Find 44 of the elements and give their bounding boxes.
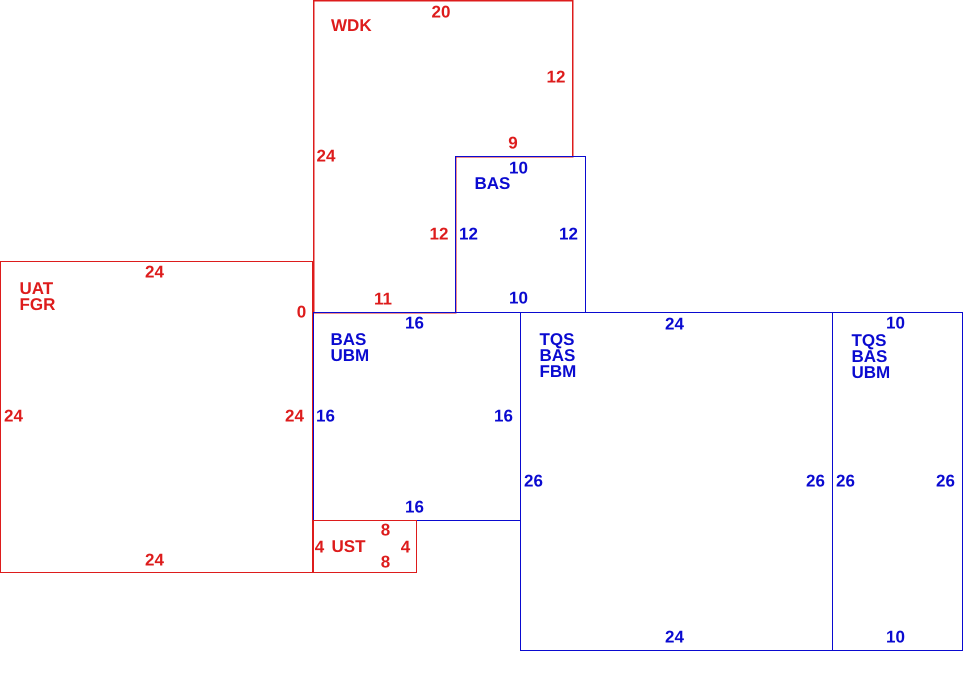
room-label: UAT FGR xyxy=(20,280,56,312)
dimension-label: 16 xyxy=(494,407,513,424)
dimension-label: 12 xyxy=(430,226,448,242)
room-box xyxy=(0,261,313,573)
dimension-label: 12 xyxy=(546,68,566,86)
room-label: BAS xyxy=(474,176,510,192)
dimension-label: 10 xyxy=(509,289,528,306)
room-label: TQS BAS UBM xyxy=(852,332,890,380)
dimension-label: 24 xyxy=(665,315,684,332)
dimension-label: 24 xyxy=(145,263,164,280)
dimension-label: 24 xyxy=(316,148,336,164)
dimension-label: 4 xyxy=(314,538,324,555)
dimension-label: 10 xyxy=(509,159,528,176)
dimension-label: 8 xyxy=(380,553,390,570)
room-label: UST xyxy=(332,538,366,554)
room-label: WDK xyxy=(331,18,372,34)
dimension-label: 16 xyxy=(405,498,424,515)
dimension-label: 20 xyxy=(432,4,450,20)
room-box xyxy=(832,312,963,651)
dimension-label: 16 xyxy=(405,314,424,331)
dimension-label: 9 xyxy=(508,134,518,152)
dimension-label: 8 xyxy=(380,521,390,538)
room-label: BAS UBM xyxy=(330,332,370,364)
dimension-label: 10 xyxy=(886,628,905,645)
dimension-label: 12 xyxy=(559,225,578,242)
dimension-label: 16 xyxy=(316,407,335,424)
dimension-label: 11 xyxy=(374,290,392,308)
dimension-label: 26 xyxy=(524,472,543,489)
dimension-label: 26 xyxy=(806,472,825,489)
dimension-label: 10 xyxy=(886,314,905,331)
dimension-label: 4 xyxy=(400,538,410,555)
room-box xyxy=(313,520,417,573)
room-box xyxy=(313,312,521,521)
dimension-label: 26 xyxy=(836,472,855,489)
room-label: TQS BAS FBM xyxy=(540,332,576,380)
dimension-label: 24 xyxy=(145,551,164,568)
room-box xyxy=(520,312,833,651)
dimension-label: 24 xyxy=(4,407,23,424)
dimension-label: 12 xyxy=(459,225,478,242)
dimension-label: 24 xyxy=(285,407,304,424)
dimension-label: 0 xyxy=(296,303,306,320)
room-box xyxy=(455,156,586,313)
dimension-label: 26 xyxy=(936,472,955,489)
dimension-label: 24 xyxy=(665,628,684,645)
